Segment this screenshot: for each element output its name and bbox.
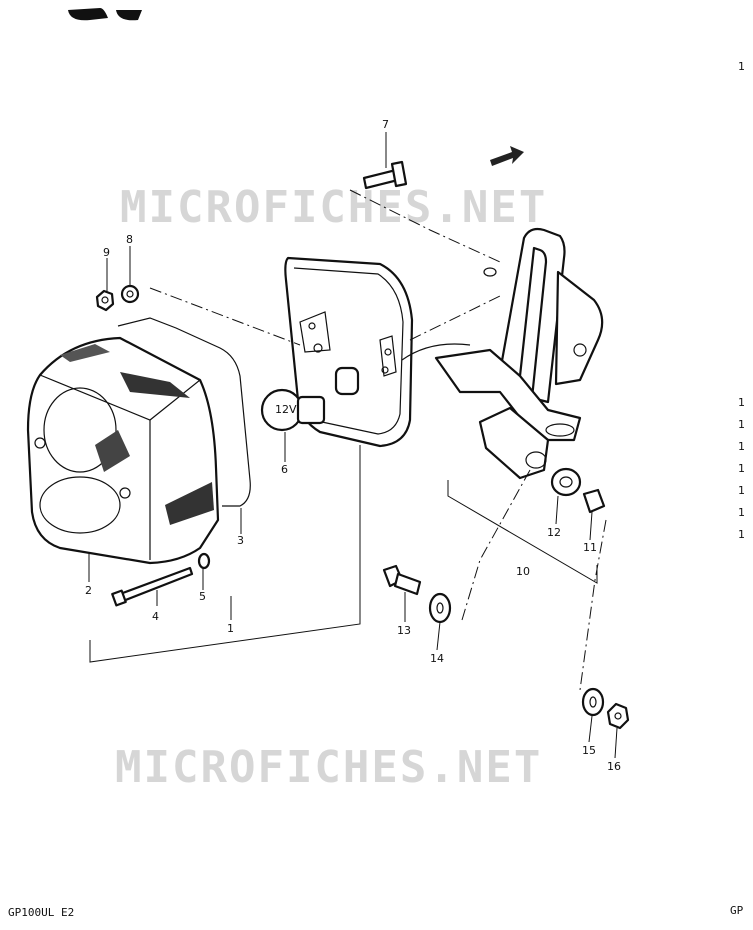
label-3: 3 <box>237 534 244 547</box>
svg-text:1: 1 <box>738 528 745 541</box>
washer-15 <box>581 687 605 717</box>
label-14: 14 <box>430 652 444 665</box>
lens-screw <box>111 566 194 607</box>
lamp-bracket <box>434 227 604 480</box>
top-ink-marks <box>68 8 142 21</box>
lamp-wire <box>401 343 471 361</box>
lens-gasket <box>117 317 251 507</box>
label-12: 12 <box>547 526 561 539</box>
nut-16 <box>606 702 630 730</box>
collar-11 <box>582 488 606 514</box>
group-bracket-1 <box>89 445 361 663</box>
svg-text:1: 1 <box>738 506 745 519</box>
part-number-labels: 7 9 8 6 3 2 4 5 1 12 11 10 13 14 15 16 <box>85 118 621 773</box>
label-1: 1 <box>227 622 234 635</box>
label-8: 8 <box>126 233 133 246</box>
watermark-top: MICROFICHES.NET <box>120 182 547 233</box>
label-11: 11 <box>583 541 597 554</box>
svg-text:12V: 12V <box>275 403 297 416</box>
svg-text:1: 1 <box>738 396 745 409</box>
label-10: 10 <box>516 565 530 578</box>
label-15: 15 <box>582 744 596 757</box>
grommet-12 <box>550 467 582 497</box>
label-7: 7 <box>382 118 389 131</box>
svg-text:1: 1 <box>738 440 745 453</box>
label-9: 9 <box>103 246 110 259</box>
svg-text:1: 1 <box>738 462 745 475</box>
footer-right-code: GP <box>730 904 744 917</box>
label-13: 13 <box>397 624 411 637</box>
label-6: 6 <box>281 463 288 476</box>
washer-5 <box>197 552 211 570</box>
leader-lines <box>88 132 618 759</box>
lens-housing <box>26 336 220 565</box>
svg-text:1: 1 <box>738 418 745 431</box>
right-edge-numbers: 1 1 1 1 1 1 1 1 <box>738 60 745 541</box>
label-5: 5 <box>199 590 206 603</box>
group-bracket-10 <box>447 480 598 584</box>
bulb: 12V <box>260 388 326 432</box>
washer-14 <box>428 592 452 624</box>
direction-arrow <box>490 146 524 166</box>
bolt-13 <box>382 564 422 596</box>
washer-8 <box>120 284 140 304</box>
label-2: 2 <box>85 584 92 597</box>
mounting-bolt-7 <box>362 160 408 190</box>
label-16: 16 <box>607 760 621 773</box>
svg-text:1: 1 <box>738 484 745 497</box>
nut-9 <box>95 289 115 312</box>
assembly-lines <box>149 189 607 691</box>
footer-model-code: GP100UL E2 <box>8 906 74 919</box>
label-4: 4 <box>152 610 159 623</box>
svg-text:1: 1 <box>738 60 745 73</box>
watermark-bottom: MICROFICHES.NET <box>115 742 542 793</box>
